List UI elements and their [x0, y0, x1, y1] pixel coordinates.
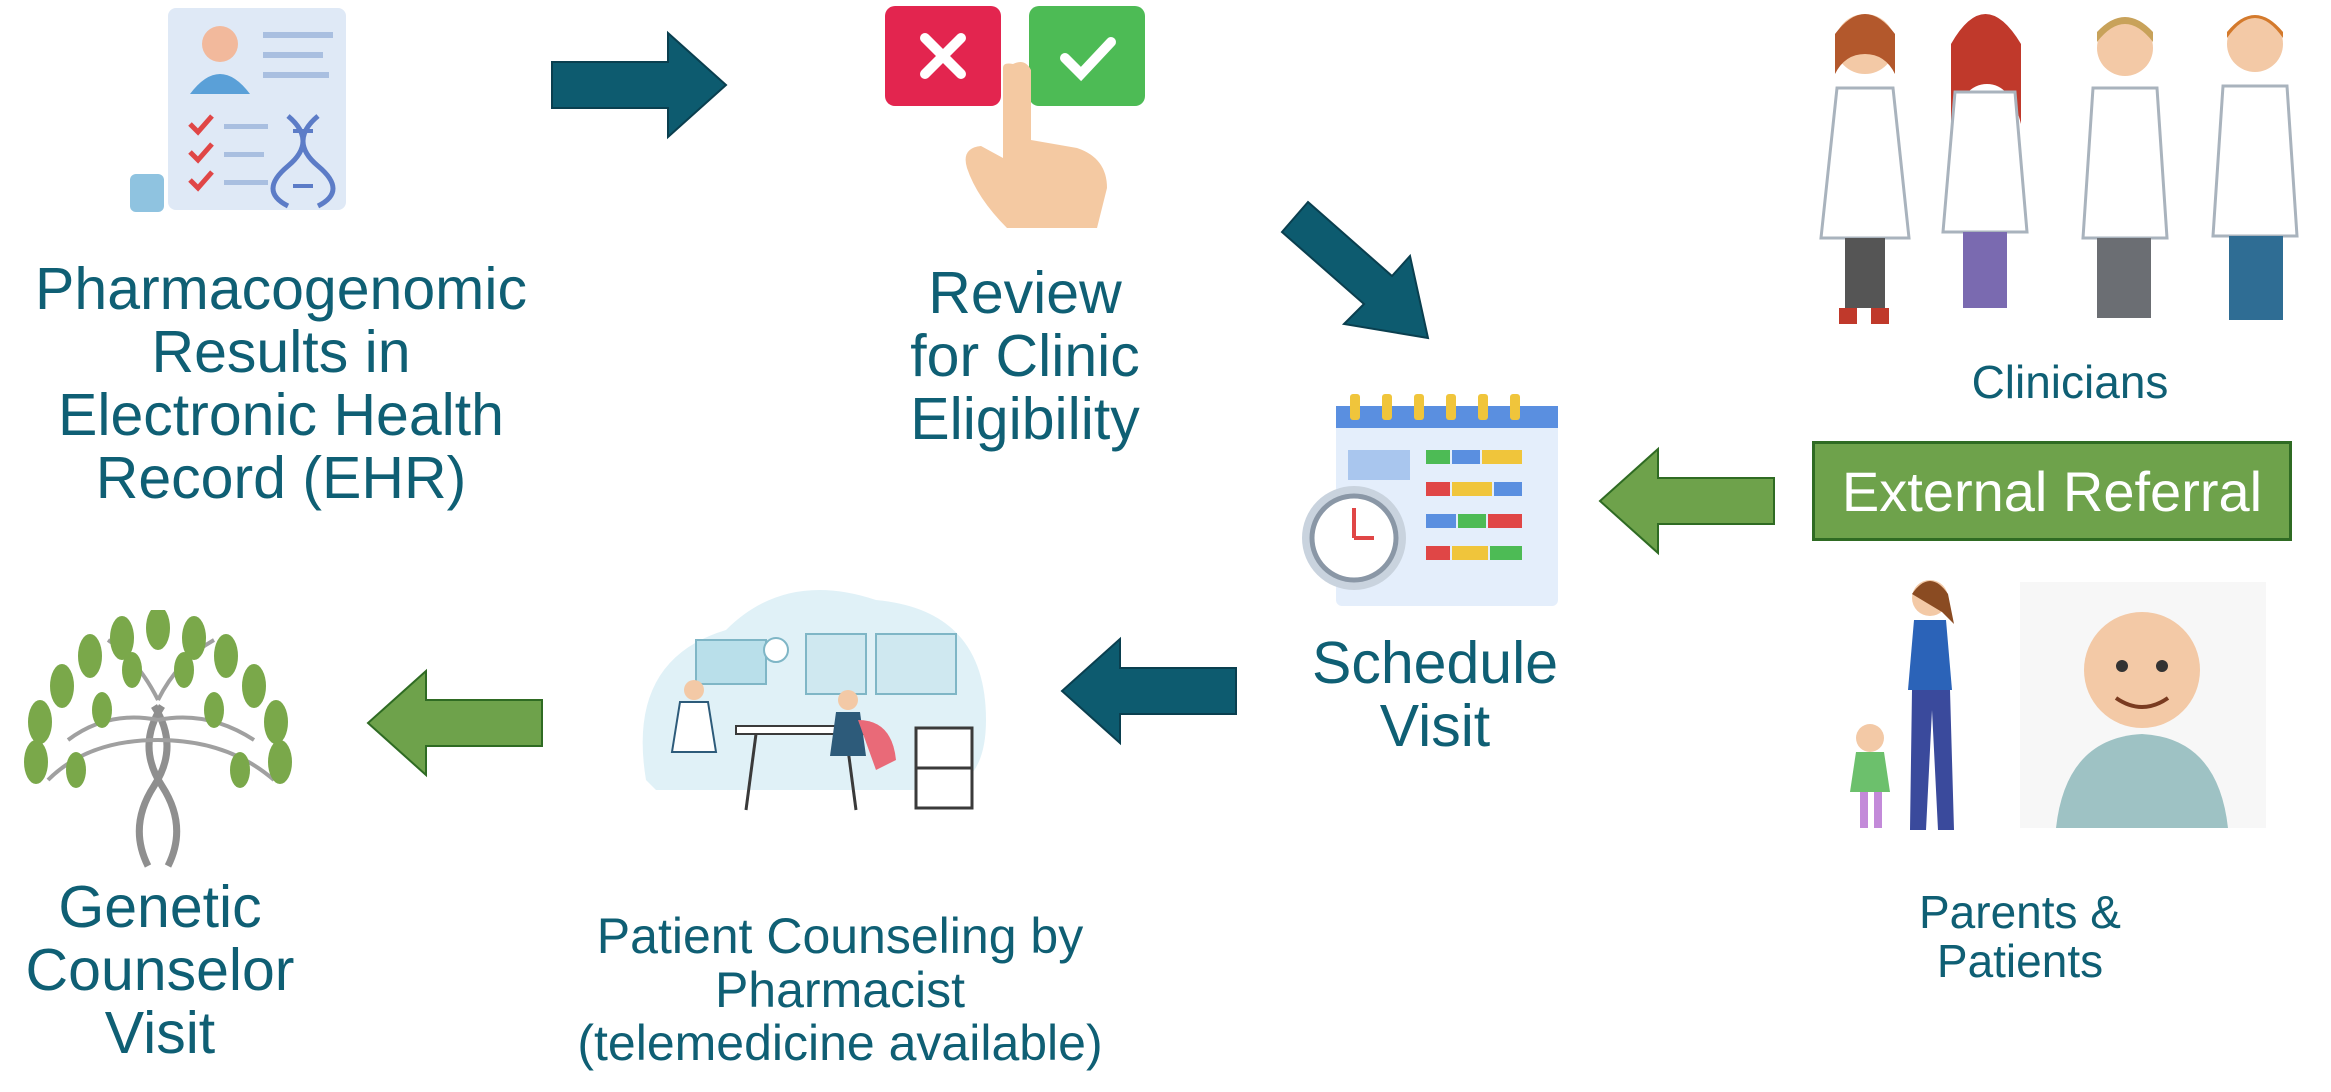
calendar-clock-icon: [1298, 392, 1560, 610]
arrow-left-counseling-to-genetic: [366, 668, 546, 778]
dna-tree-icon: [12, 610, 307, 868]
ehr-step-label: Pharmacogenomic Results in Electronic He…: [35, 256, 527, 512]
telemedicine-consult-icon: [636, 580, 996, 830]
review-step-label: Review for Clinic Eligibility: [910, 260, 1140, 453]
parents-patients-label: Parents & Patients: [1919, 886, 2121, 988]
counseling-step-label: Patient Counseling by Pharmacist (teleme…: [577, 908, 1103, 1071]
arrow-left-referral-to-schedule: [1598, 446, 1778, 556]
arrow-right-ehr-to-review: [550, 30, 730, 140]
schedule-step-label: Schedule Visit: [1311, 630, 1559, 760]
clinicians-label: Clinicians: [1971, 356, 2169, 408]
arrow-left-schedule-to-counseling: [1060, 636, 1240, 746]
genomic-report-icon: [128, 6, 358, 216]
arrow-down-right-review-to-schedule: [1280, 198, 1440, 348]
external-referral-box: External Referral: [1812, 441, 2292, 541]
clinicians-illustration: [1775, 4, 2325, 340]
genetic-step-label: Genetic Counselor Visit: [25, 874, 295, 1067]
approve-reject-hand-icon: [883, 4, 1148, 234]
parents-patients-illustration: [1832, 578, 2272, 838]
